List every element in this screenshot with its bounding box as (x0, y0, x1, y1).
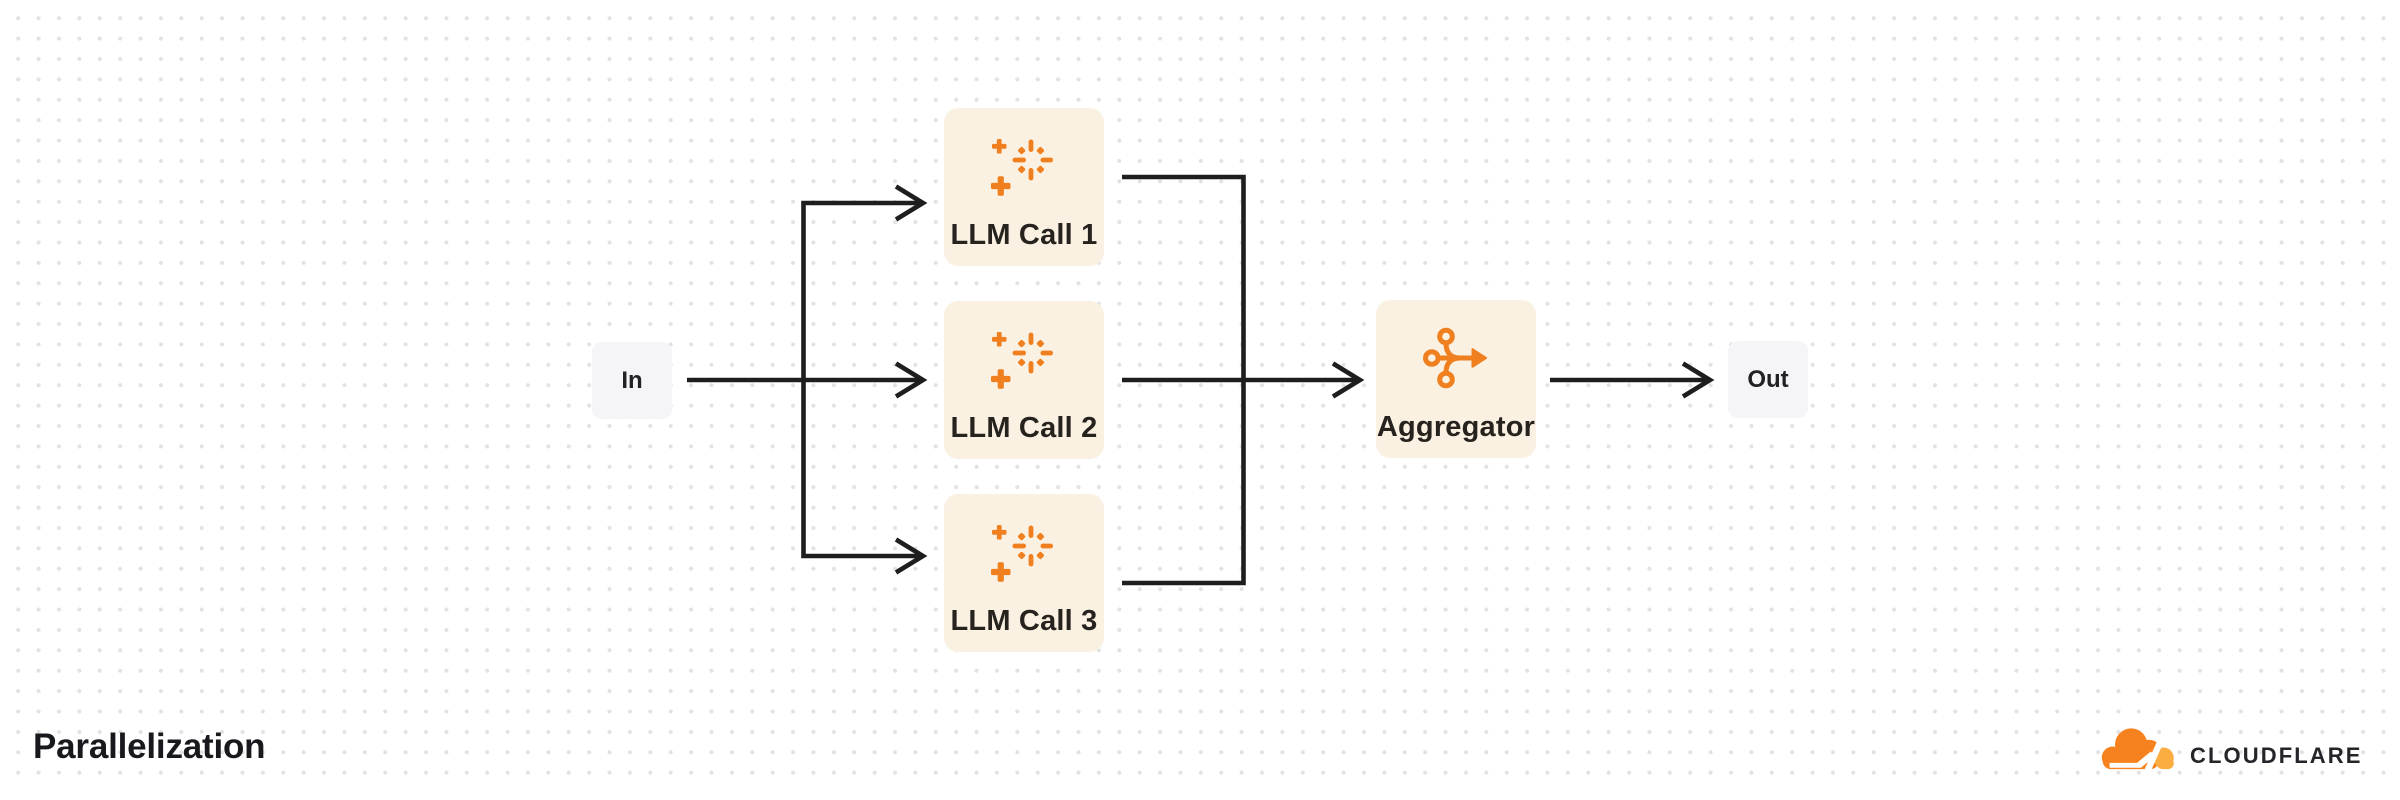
edge-branch-to-llm3 (801, 380, 928, 575)
sparkle-icon (991, 522, 1057, 582)
page-title: Parallelization (33, 727, 266, 766)
in-node: In (592, 342, 672, 419)
sparkle-icon (991, 329, 1057, 389)
edge-branch-to-llm1 (801, 184, 928, 380)
llm-call-2-label: LLM Call 2 (950, 412, 1098, 444)
llm-call-1-label: LLM Call 1 (950, 219, 1098, 251)
aggregator-node: Aggregator (1376, 300, 1536, 458)
out-node-label: Out (1747, 365, 1789, 393)
out-node: Out (1728, 341, 1808, 418)
cloudflare-logo: CLOUDFLARE (2097, 725, 2363, 772)
llm-call-2-node: LLM Call 2 (944, 301, 1104, 459)
sparkle-icon (991, 136, 1057, 196)
aggregator-label: Aggregator (1376, 411, 1536, 443)
cloudflare-cloud-icon (2101, 728, 2174, 772)
llm-call-3-label: LLM Call 3 (950, 605, 1098, 637)
merge-icon (1423, 327, 1489, 389)
in-node-label: In (621, 366, 643, 394)
cloudflare-wordmark: CLOUDFLARE (2190, 743, 2363, 768)
llm-call-1-node: LLM Call 1 (944, 108, 1104, 266)
llm-call-3-node: LLM Call 3 (944, 494, 1104, 652)
